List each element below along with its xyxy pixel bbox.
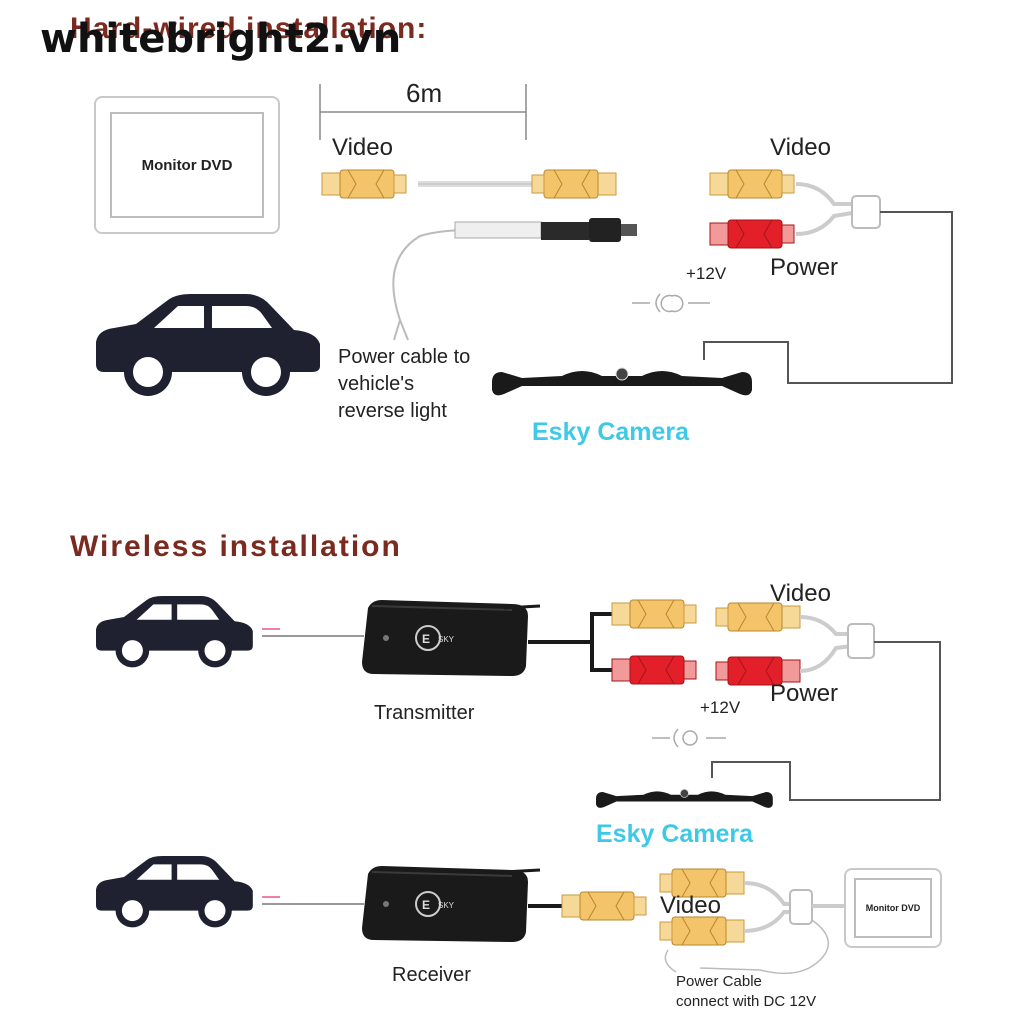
power-cable-note-hw: Power cable to vehicle's reverse light [338, 346, 471, 422]
monitor-dvd-hw: Monitor DVD [94, 96, 280, 234]
watermark: whitebright2.vn [40, 16, 402, 62]
camera-video-plug [709, 169, 795, 199]
voltage-label-hw: +12V [686, 264, 727, 283]
camera-power-plug [709, 219, 795, 249]
video-label-wl-bottom: Video [660, 892, 721, 919]
video-plug-right [531, 169, 617, 199]
esky-camera-label-wl: Esky Camera [596, 820, 754, 848]
receiver-label: Receiver [392, 964, 471, 986]
car-receiver [96, 856, 253, 928]
voltage-label-wl: +12V [700, 698, 741, 717]
monitor-label-hw: Monitor DVD [141, 156, 233, 174]
cable-junction [851, 195, 881, 229]
video-plug-left [321, 169, 407, 199]
transmitter-video-plug [611, 599, 697, 629]
transmitter-device [361, 599, 529, 677]
length-dimension-line [319, 84, 527, 140]
power-cable-note-wl: Power Cable connect with DC 12V [676, 973, 817, 1010]
car-transmitter [96, 596, 253, 668]
esky-camera-label-hw: Esky Camera [532, 418, 690, 446]
monitor-dvd-wl: Monitor DVD [844, 868, 942, 948]
ground-symbol [632, 293, 710, 313]
power-cable-sleeve [454, 221, 542, 239]
power-cable-wire [392, 229, 471, 321]
esky-camera-wl [595, 788, 774, 809]
wireless-title: Wireless installation [70, 530, 402, 563]
wireless-camera-cable [711, 641, 941, 801]
receiver-video-plug [561, 891, 647, 921]
cable-length-label: 6m [406, 78, 443, 108]
video-label-wl-top: Video [770, 580, 831, 607]
receiver-device [361, 865, 529, 943]
video-label-right: Video [770, 134, 831, 161]
car-hw [96, 294, 320, 396]
video-label-left: Video [332, 134, 393, 161]
power-label-hw: Power [770, 254, 839, 281]
power-label-wl: Power [770, 680, 839, 707]
transmitter-power-plug [611, 655, 697, 685]
camera-cable [703, 211, 953, 384]
hardwired-title: Hard-wired installation: [70, 12, 428, 45]
transmitter-label: Transmitter [374, 702, 475, 724]
monitor-label-wl: Monitor DVD [865, 903, 921, 913]
esky-camera-hw [491, 367, 753, 396]
